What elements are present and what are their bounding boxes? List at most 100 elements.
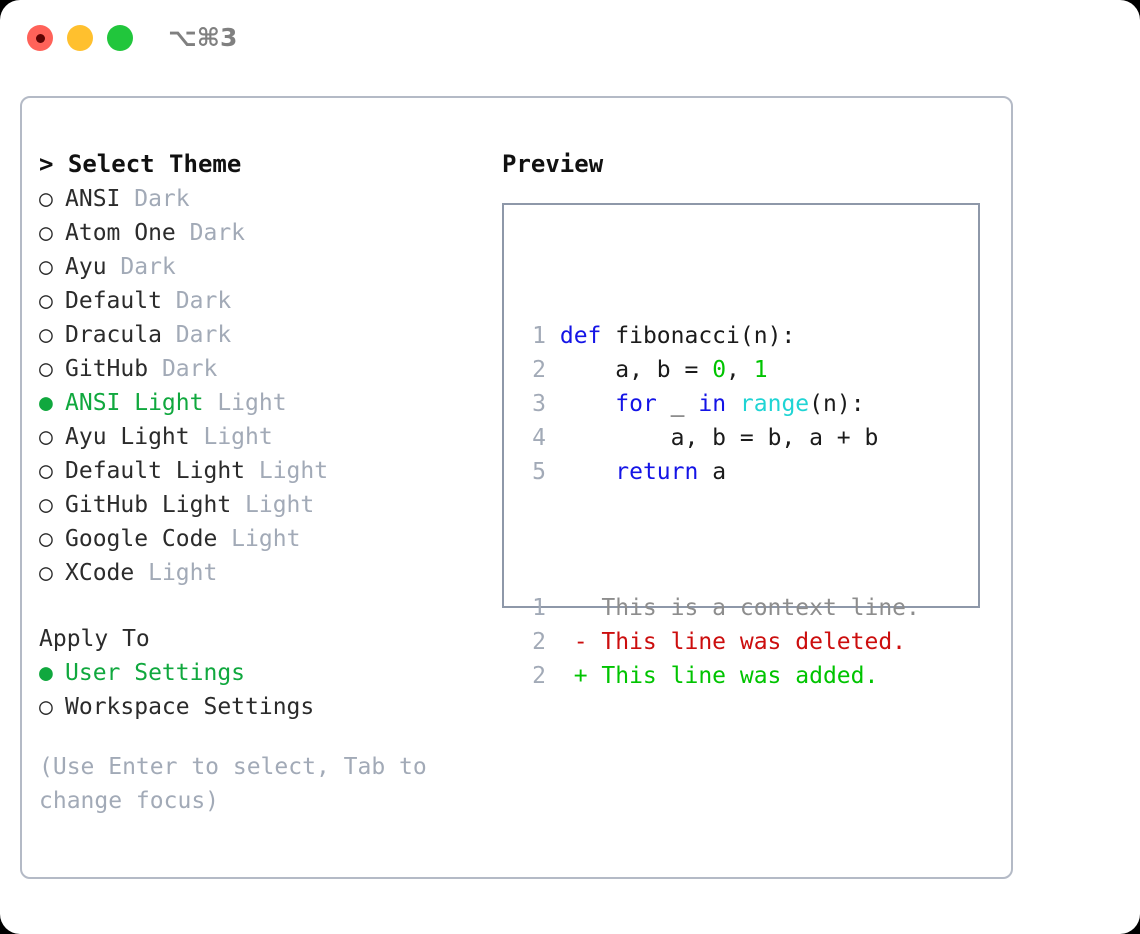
code-token: fibonacci(n): — [601, 323, 796, 349]
title-bar: ⌥⌘3 — [0, 0, 1140, 78]
diff-text: This is a context line. — [601, 595, 920, 621]
code-token: , — [726, 357, 754, 383]
apply-to-option[interactable]: ○ Workspace Settings — [39, 690, 494, 724]
theme-category-label: Light — [217, 526, 301, 552]
theme-name: Default Light — [65, 458, 246, 484]
header-caret-icon: > — [39, 150, 54, 178]
traffic-lights — [27, 25, 133, 51]
theme-category-label: Dark — [148, 356, 218, 382]
diff-sign — [546, 595, 601, 621]
radio-unselected-icon[interactable]: ○ — [39, 220, 53, 246]
theme-name: Dracula — [65, 322, 162, 348]
radio-selected-icon[interactable]: ● — [39, 660, 53, 686]
radio-unselected-icon[interactable]: ○ — [39, 322, 53, 348]
theme-list-item[interactable]: ○ ANSI Dark — [39, 182, 494, 216]
theme-list-item[interactable]: ○ Default Light Light — [39, 454, 494, 488]
theme-category-label: Light — [245, 458, 329, 484]
diff-line: 2 - This line was deleted. — [520, 625, 920, 659]
diff-line: 1 This is a context line. — [520, 591, 920, 625]
maximize-window-icon[interactable] — [107, 25, 133, 51]
theme-list-item[interactable]: ○ Dracula Dark — [39, 318, 494, 352]
theme-category-label: Light — [189, 424, 273, 450]
theme-name: Ayu Light — [65, 424, 190, 450]
theme-name: Ayu — [65, 254, 107, 280]
theme-category-label: Dark — [161, 322, 232, 348]
theme-list-item[interactable]: ○ XCode Light — [39, 556, 494, 590]
diff-sign: - — [546, 629, 602, 655]
line-number: 5 — [532, 459, 546, 485]
theme-category-label: Light — [231, 492, 315, 518]
theme-name: GitHub — [65, 356, 149, 382]
apply-to-option-label: Workspace Settings — [65, 694, 315, 720]
close-window-icon[interactable] — [27, 25, 53, 51]
theme-list-item[interactable]: ○Atom One Dark — [39, 216, 494, 250]
theme-picker-header: > Select Theme — [39, 146, 494, 182]
keyboard-shortcut-label: ⌥⌘3 — [168, 23, 238, 52]
diff-text: This line was deleted. — [601, 629, 907, 655]
radio-unselected-icon[interactable]: ○ — [39, 694, 53, 720]
apply-to-option[interactable]: ●User Settings — [39, 656, 494, 690]
code-token — [560, 391, 615, 417]
code-line: 2 a, b = 0, 1 — [520, 353, 920, 387]
radio-unselected-icon[interactable]: ○ — [39, 458, 53, 484]
theme-list: ○ANSI Dark○Atom One Dark○Ayu Dark○Defaul… — [39, 182, 494, 590]
theme-name: ANSI — [65, 186, 121, 212]
theme-picker-column: > Select Theme ○ANSI Dark○Atom One Dark○… — [39, 146, 494, 818]
radio-unselected-icon[interactable]: ○ — [39, 356, 53, 382]
theme-name: Google Code — [65, 526, 218, 552]
theme-category-label: Dark — [106, 254, 176, 280]
radio-unselected-icon[interactable]: ○ — [39, 254, 53, 280]
apply-to-list: ●User Settings ○ Workspace Settings — [39, 656, 494, 724]
theme-name: XCode — [65, 560, 135, 586]
radio-unselected-icon[interactable]: ○ — [39, 560, 53, 586]
apply-to-title: Apply To — [39, 626, 150, 652]
radio-unselected-icon[interactable]: ○ — [39, 492, 53, 518]
diff-lines: 1 This is a context line.2 - This line w… — [520, 591, 920, 693]
spacer — [39, 724, 494, 750]
theme-list-item[interactable]: ○ Ayu Dark — [39, 250, 494, 284]
code-line: 1 def fibonacci(n): — [520, 319, 920, 353]
line-number: 1 — [532, 323, 546, 349]
code-token: 0 — [712, 357, 727, 383]
line-number: 4 — [532, 425, 546, 451]
line-number: 2 — [532, 663, 546, 689]
line-number: 2 — [532, 357, 546, 383]
page-title: Select Theme — [67, 150, 242, 178]
main-panel: > Select Theme ○ANSI Dark○Atom One Dark○… — [20, 96, 1013, 879]
theme-category-label: Dark — [120, 186, 190, 212]
theme-category-label: Light — [134, 560, 218, 586]
line-number: 2 — [532, 629, 546, 655]
radio-unselected-icon[interactable]: ○ — [39, 288, 53, 314]
theme-list-item[interactable]: ○ GitHub Light Light — [39, 488, 494, 522]
code-token: range — [739, 391, 810, 417]
line-number: 1 — [532, 595, 546, 621]
code-token: _ — [656, 391, 699, 417]
code-token: a, b = — [559, 357, 713, 383]
theme-name: Default — [65, 288, 162, 314]
line-number: 3 — [532, 391, 546, 417]
code-line: 3 for _ in range(n): — [520, 387, 920, 421]
code-token: a, b = b, a + b — [559, 425, 879, 451]
diff-text: This line was added. — [601, 663, 879, 689]
spacer — [39, 590, 494, 622]
code-token: (n): — [809, 391, 865, 417]
minimize-window-icon[interactable] — [67, 25, 93, 51]
theme-category-label: Dark — [161, 288, 232, 314]
radio-unselected-icon[interactable]: ○ — [39, 424, 53, 450]
code-token: def — [559, 323, 602, 349]
theme-name: GitHub Light — [65, 492, 232, 518]
radio-unselected-icon[interactable]: ○ — [39, 526, 53, 552]
code-token — [560, 459, 615, 485]
theme-list-item[interactable]: ○ Ayu Light Light — [39, 420, 494, 454]
code-line: 4 a, b = b, a + b — [520, 421, 920, 455]
code-token: return — [615, 459, 699, 485]
theme-list-item[interactable]: ○ Default Dark — [39, 284, 494, 318]
radio-selected-icon[interactable]: ● — [39, 390, 53, 416]
theme-list-item[interactable]: ○ GitHub Dark — [39, 352, 494, 386]
theme-list-item[interactable]: ○ Google Code Light — [39, 522, 494, 556]
theme-name: ANSI Light — [65, 390, 204, 416]
code-line: 5 return a — [520, 455, 920, 489]
radio-unselected-icon[interactable]: ○ — [39, 186, 53, 212]
theme-list-item[interactable]: ●ANSI Light Light — [39, 386, 494, 420]
